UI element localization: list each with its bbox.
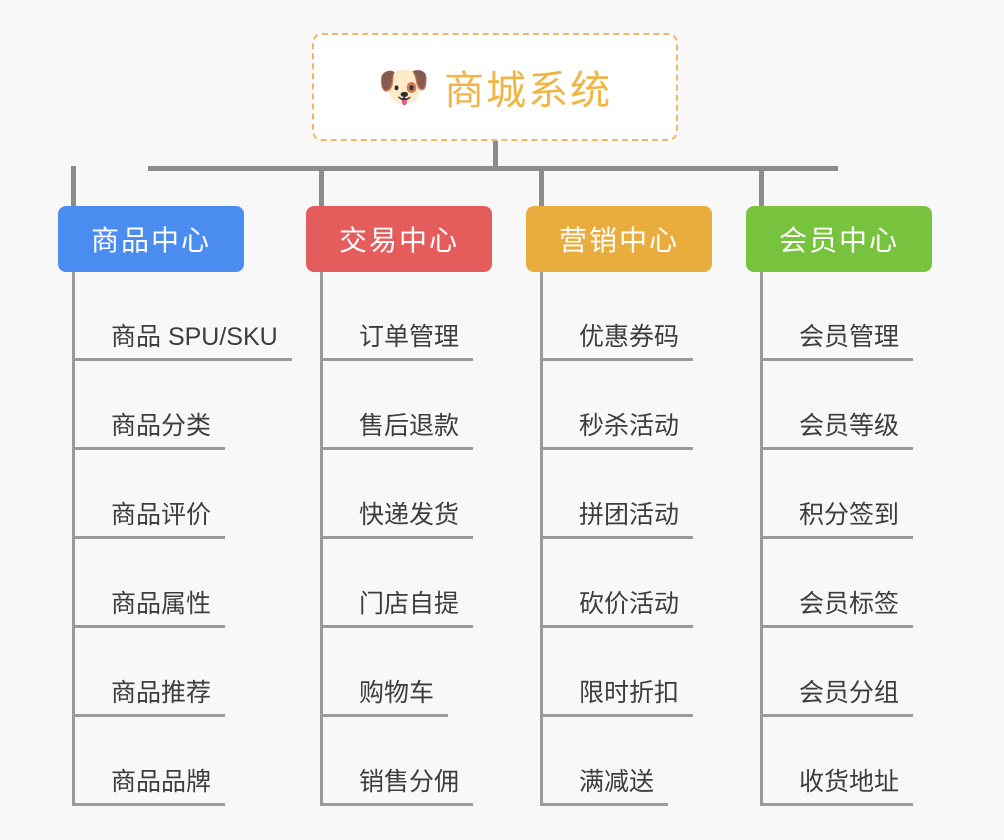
leaf-item-label: 快递发货 [359, 501, 460, 530]
root-trunk-connector [493, 141, 498, 169]
leaf-item-underline: 限时折扣 [543, 679, 694, 717]
leaf-item-label: 满减送 [579, 768, 655, 797]
column-spine-3 [540, 272, 543, 806]
root-node-label: 商城系统 [444, 69, 613, 113]
leaf-item-label: 收货地址 [799, 768, 900, 797]
leaf-item-underline: 会员等级 [763, 412, 914, 450]
leaf-item-label: 购物车 [359, 679, 435, 708]
category-header-4[interactable]: 会员中心 [746, 206, 932, 272]
leaf-item-label: 会员标签 [799, 590, 900, 619]
leaf-item-underline: 满减送 [543, 768, 669, 806]
leaf-item-underline: 购物车 [323, 679, 449, 717]
category-header-label: 商品中心 [90, 225, 211, 256]
leaf-item-label: 拼团活动 [579, 501, 680, 530]
leaf-item-underline: 商品分类 [75, 412, 226, 450]
leaf-item-label: 商品评价 [111, 501, 212, 530]
leaf-item-underline: 积分签到 [763, 501, 914, 539]
leaf-item-underline: 优惠券码 [543, 323, 694, 361]
leaf-item-label: 会员分组 [799, 679, 900, 708]
category-header-label: 交易中心 [338, 225, 459, 256]
category-header-label: 会员中心 [778, 225, 899, 256]
leaf-item-underline: 会员分组 [763, 679, 914, 717]
leaf-item-label: 秒杀活动 [579, 412, 680, 441]
category-header-3[interactable]: 营销中心 [526, 206, 712, 272]
leaf-item-underline: 商品 SPU/SKU [75, 323, 292, 361]
leaf-item-label: 订单管理 [359, 323, 460, 352]
leaf-item-label: 商品 SPU/SKU [111, 323, 278, 352]
leaf-item-underline: 门店自提 [323, 590, 474, 628]
leaf-item-label: 售后退款 [359, 412, 460, 441]
leaf-item-underline: 会员标签 [763, 590, 914, 628]
leaf-item-label: 优惠券码 [579, 323, 680, 352]
branch-drop-connector-4 [759, 166, 764, 206]
leaf-item-underline: 拼团活动 [543, 501, 694, 539]
leaf-item-label: 商品推荐 [111, 679, 212, 708]
category-header-1[interactable]: 商品中心 [58, 206, 244, 272]
column-spine-4 [760, 272, 763, 806]
leaf-item-label: 商品属性 [111, 590, 212, 619]
leaf-item-underline: 销售分佣 [323, 768, 474, 806]
category-header-2[interactable]: 交易中心 [306, 206, 492, 272]
leaf-item-underline: 秒杀活动 [543, 412, 694, 450]
leaf-item-label: 门店自提 [359, 590, 460, 619]
leaf-item-underline: 快递发货 [323, 501, 474, 539]
column-spine-2 [320, 272, 323, 806]
leaf-item-label: 积分签到 [799, 501, 900, 530]
leaf-item-label: 会员等级 [799, 412, 900, 441]
leaf-item-label: 限时折扣 [579, 679, 680, 708]
leaf-item-underline: 商品品牌 [75, 768, 226, 806]
leaf-item-underline: 收货地址 [763, 768, 914, 806]
leaf-item-underline: 订单管理 [323, 323, 474, 361]
shiba-dog-face-icon: 🐶 [377, 63, 431, 110]
column-spine-1 [72, 272, 75, 806]
branch-drop-connector-3 [539, 166, 544, 206]
leaf-item-underline: 商品属性 [75, 590, 226, 628]
leaf-item-label: 砍价活动 [579, 590, 680, 619]
leaf-item-label: 商品分类 [111, 412, 212, 441]
leaf-item-underline: 会员管理 [763, 323, 914, 361]
root-node-shopping-mall-system[interactable]: 🐶 商城系统 [312, 33, 678, 141]
horizontal-bus-connector [148, 166, 838, 171]
leaf-item-underline: 售后退款 [323, 412, 474, 450]
leaf-item-label: 会员管理 [799, 323, 900, 352]
leaf-item-underline: 砍价活动 [543, 590, 694, 628]
category-header-label: 营销中心 [558, 225, 679, 256]
leaf-item-label: 销售分佣 [359, 768, 460, 797]
branch-drop-connector-1 [71, 166, 76, 206]
branch-drop-connector-2 [319, 166, 324, 206]
leaf-item-underline: 商品评价 [75, 501, 226, 539]
leaf-item-label: 商品品牌 [111, 768, 212, 797]
leaf-item-underline: 商品推荐 [75, 679, 226, 717]
